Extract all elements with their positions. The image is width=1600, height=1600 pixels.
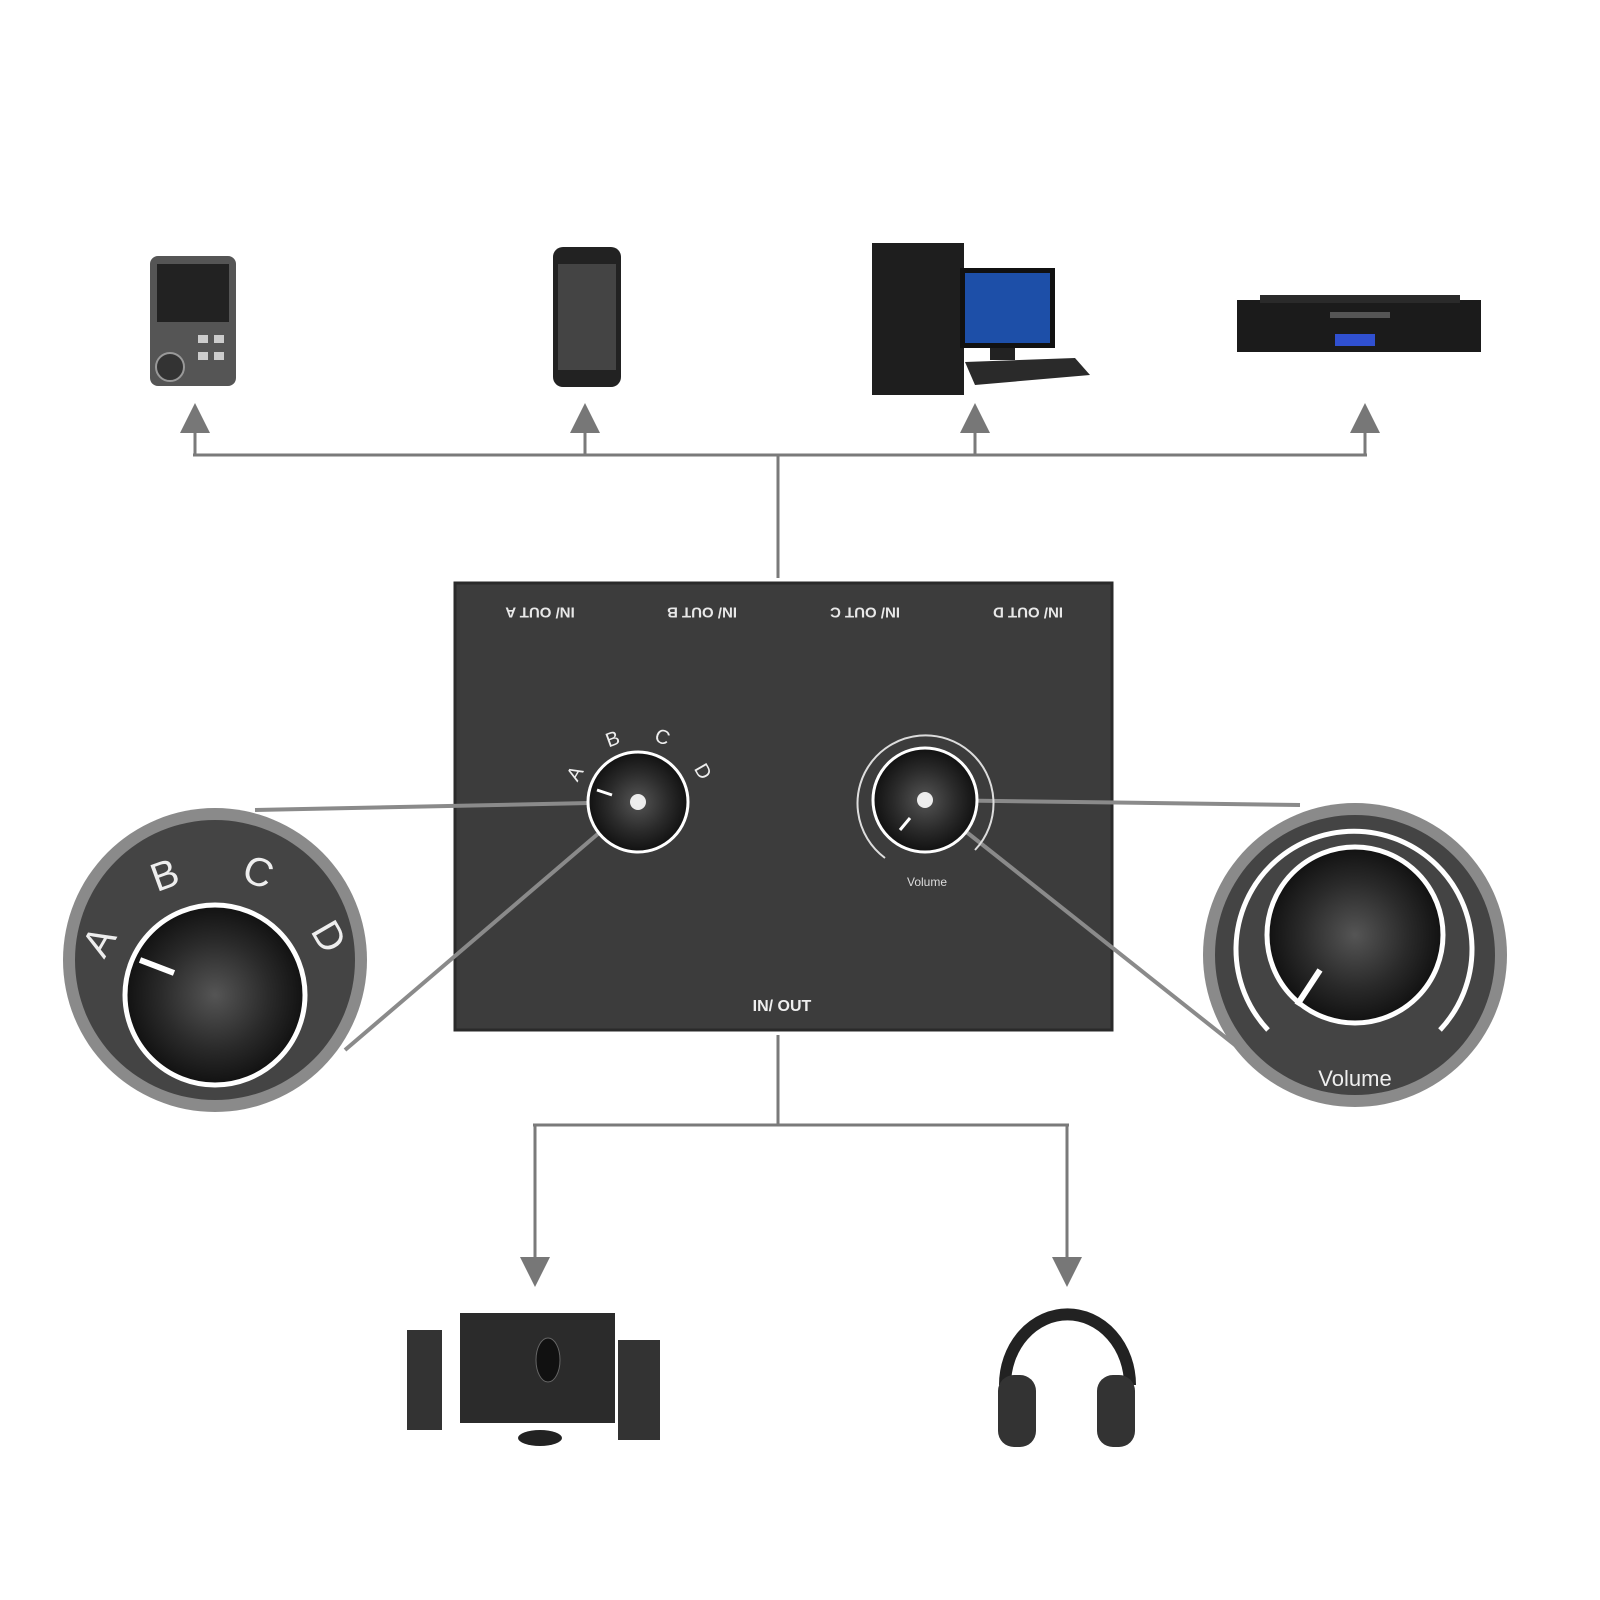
volume-magnifier [1203, 803, 1507, 1107]
port-label-a: IN/ OUT A [505, 603, 575, 621]
desktop-computer-icon [872, 243, 1090, 395]
headphones-icon [998, 1308, 1136, 1447]
port-label-c: IN/ OUT C [830, 603, 900, 621]
top-connector-lines [180, 403, 1380, 578]
magnifier-lines [254, 798, 1301, 1052]
smartphone-icon [553, 247, 621, 387]
port-label-d: IN/ OUT D [993, 603, 1063, 621]
zoom-volume-label: Volume [1318, 1066, 1392, 1091]
switch-box-body [453, 581, 1114, 1032]
mp3-player-icon [150, 256, 236, 386]
selector-knob[interactable] [586, 750, 690, 854]
speaker-system-icon [407, 1313, 660, 1446]
volume-knob[interactable] [856, 734, 995, 859]
selector-magnifier [63, 808, 367, 1112]
rack-cd-player-icon [1237, 295, 1481, 352]
port-label-b: IN/ OUT B [667, 603, 737, 621]
common-port-label: IN/ OUT [752, 998, 812, 1015]
volume-label: Volume [906, 875, 948, 889]
bottom-connector-lines [520, 1035, 1082, 1287]
